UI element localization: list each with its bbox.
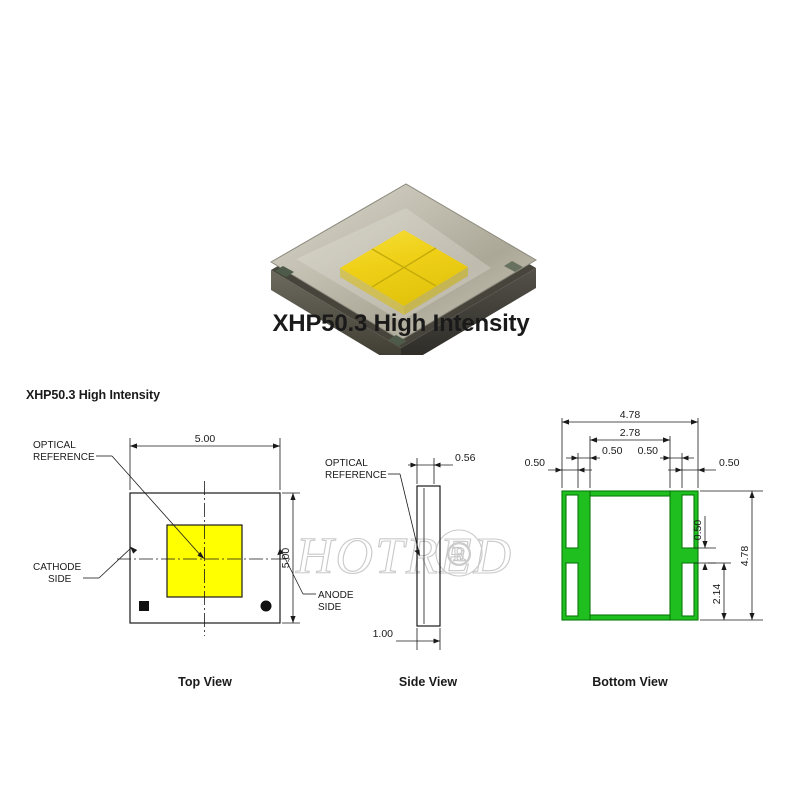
top-view-cathode-label-line1: CATHODE <box>33 562 81 573</box>
side-view: 0.56 1.00 OPTICAL REFERENCE Side View <box>325 452 476 689</box>
product-title: XHP50.3 High Intensity <box>272 310 530 337</box>
bottom-view: 4.78 2.78 0.50 0.50 0.50 <box>525 409 763 689</box>
top-view-optical-reference-label-line1: OPTICAL <box>33 440 76 451</box>
bottom-view-gap-dimension: 0.50 <box>692 520 704 541</box>
top-view-width-dimension: 5.00 <box>195 433 216 445</box>
bottom-view-inner-width-dimension: 2.78 <box>620 427 641 439</box>
bottom-view-left-inner-dimension: 0.50 <box>602 445 623 457</box>
top-view: 5.00 5.00 OPTICAL REFERENCE <box>33 433 354 689</box>
side-view-width-dimension: 1.00 <box>373 628 394 640</box>
top-view-anode-label-line2: SIDE <box>318 602 342 613</box>
top-view-caption: Top View <box>178 675 232 689</box>
top-view-cathode-label-line2: SIDE <box>48 574 72 585</box>
bottom-view-right-inner-dimension: 0.50 <box>638 445 659 457</box>
side-view-optical-reference-label-line2: REFERENCE <box>325 470 387 481</box>
led-package-illustration <box>270 183 537 355</box>
side-view-thickness-dimension: 0.56 <box>455 452 476 464</box>
bottom-view-overall-height-dimension: 4.78 <box>739 546 751 567</box>
bottom-view-left-outer-dimension: 0.50 <box>525 457 546 469</box>
bottom-view-right-outer-dimension: 0.50 <box>719 457 740 469</box>
bottom-view-overall-width-dimension: 4.78 <box>620 409 641 421</box>
bottom-view-pad-top-rail <box>589 490 671 497</box>
mechanical-drawings: HOTRED ® 5.00 5.00 <box>33 409 763 689</box>
top-view-cathode-marker <box>139 601 149 611</box>
bottom-view-pad-height-dimension: 2.14 <box>711 584 723 605</box>
top-view-anode-marker <box>260 600 272 612</box>
side-view-caption: Side View <box>399 675 457 689</box>
watermark: HOTRED ® <box>294 527 513 585</box>
watermark-text: HOTRED <box>295 528 513 585</box>
top-view-anode-label-line1: ANODE <box>318 590 354 601</box>
top-view-height-dimension: 5.00 <box>280 548 292 569</box>
bottom-view-pad-right <box>669 490 699 621</box>
watermark-registered-circle <box>435 529 483 577</box>
bottom-view-pad-left <box>561 490 591 621</box>
sheet-title: XHP50.3 High Intensity <box>26 388 160 402</box>
watermark-registered-glyph: ® <box>446 536 472 573</box>
bottom-view-caption: Bottom View <box>592 675 668 689</box>
product-photo <box>236 120 566 355</box>
bottom-view-pad-bottom-rail <box>589 614 671 621</box>
top-view-optical-reference-label-line2: REFERENCE <box>33 452 95 463</box>
side-view-optical-reference-label-line1: OPTICAL <box>325 458 368 469</box>
